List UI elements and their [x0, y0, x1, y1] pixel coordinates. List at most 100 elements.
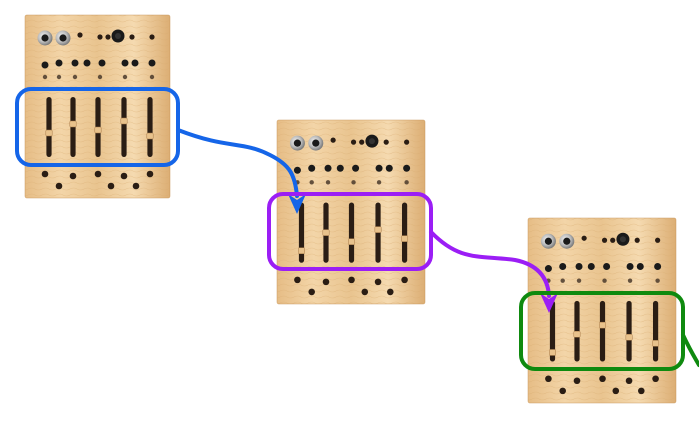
output-hole: [55, 182, 63, 190]
pot-knob: [654, 263, 662, 271]
module-2: [276, 119, 426, 305]
led-hole: [350, 139, 357, 145]
pot-knob: [626, 263, 634, 271]
pot-knob: [352, 164, 360, 172]
led-hole: [383, 139, 389, 145]
output-hole: [637, 387, 645, 395]
fader-handle: [298, 247, 305, 254]
led-hole: [129, 34, 135, 40]
jack-hole: [41, 34, 49, 42]
led-hole: [97, 74, 103, 80]
panel-edge: [527, 217, 677, 404]
output-hole: [69, 172, 77, 180]
highlight-box-module-3: [519, 291, 685, 371]
fader-slot: [549, 300, 556, 362]
knob-cap: [368, 138, 375, 145]
connector-line: [429, 230, 551, 298]
pot-knob: [148, 59, 156, 67]
output-hole: [401, 276, 408, 284]
knob-cap: [115, 33, 121, 39]
jack-hole: [293, 139, 302, 147]
output-hole: [146, 170, 154, 178]
led-hole: [560, 278, 565, 283]
connector-module-3-to-offscreen-right: [681, 333, 699, 367]
output-hole: [386, 288, 394, 296]
output-hole: [132, 182, 140, 190]
jack-hole: [312, 139, 320, 147]
pot-knob: [41, 61, 49, 69]
led-hole: [105, 34, 111, 40]
output-hole: [120, 172, 128, 180]
module-3: [527, 217, 677, 404]
led-hole: [581, 235, 587, 241]
fader-slot: [46, 97, 52, 157]
fader-handle: [573, 331, 581, 338]
output-hole: [599, 375, 606, 383]
pot-knob: [324, 164, 332, 172]
output-hole: [545, 375, 552, 383]
pot-knob: [544, 265, 552, 273]
highlights-layer: [15, 87, 685, 371]
fader-slot: [599, 300, 606, 362]
led-hole: [149, 74, 155, 80]
led-hole: [655, 237, 661, 243]
led-hole: [325, 180, 331, 185]
module-1: [24, 14, 171, 199]
led-hole: [610, 237, 616, 243]
arrowhead: [288, 194, 306, 214]
output-hole: [559, 387, 567, 395]
pot-knob: [385, 164, 393, 172]
led-hole: [602, 278, 607, 283]
connector-module-1-to-module-2: [176, 128, 306, 214]
fader-handle: [401, 235, 409, 242]
output-hole: [107, 182, 115, 190]
jack-hole: [544, 237, 553, 245]
output-hole: [625, 377, 633, 385]
pot-knob: [131, 59, 139, 67]
fader-slot: [121, 97, 127, 157]
output-hole: [573, 377, 581, 385]
output-hole: [94, 170, 102, 178]
output-hole: [308, 288, 316, 296]
output-hole: [652, 375, 659, 383]
led-hole: [634, 237, 640, 243]
pot-knob: [559, 263, 567, 271]
fader-slot: [626, 300, 632, 362]
fader-slot: [348, 202, 355, 263]
fader-handle: [146, 132, 154, 140]
fader-handle: [348, 238, 355, 245]
led-hole: [351, 180, 356, 185]
pot-knob: [98, 59, 106, 67]
led-hole: [77, 32, 83, 38]
led-hole: [309, 180, 314, 185]
pot-knob: [575, 263, 583, 271]
pot-knob: [308, 164, 316, 172]
led-hole: [601, 237, 608, 243]
fader-handle: [652, 340, 660, 347]
led-hole: [122, 74, 128, 80]
pot-knob: [636, 263, 644, 271]
fader-handle: [549, 349, 556, 356]
highlight-box-module-1: [15, 87, 180, 167]
led-hole: [576, 278, 582, 283]
fader-handle: [45, 129, 53, 137]
pot-knob: [55, 59, 63, 67]
fader-handle: [69, 120, 77, 128]
fader-handle: [599, 321, 606, 329]
led-hole: [72, 74, 78, 80]
fader-slot: [147, 97, 153, 157]
fader-handle: [374, 226, 382, 233]
jack-hole: [59, 34, 67, 42]
led-hole: [359, 139, 365, 145]
led-hole: [330, 137, 336, 143]
pot-knob: [336, 164, 344, 172]
modules-layer: [24, 14, 677, 404]
led-hole: [97, 34, 103, 40]
highlight-box-module-2: [267, 192, 433, 271]
panel-edge: [24, 14, 171, 199]
pot-knob: [587, 263, 595, 271]
pot-knob: [375, 164, 383, 172]
fader-handle: [94, 126, 102, 134]
led-hole: [404, 180, 409, 185]
